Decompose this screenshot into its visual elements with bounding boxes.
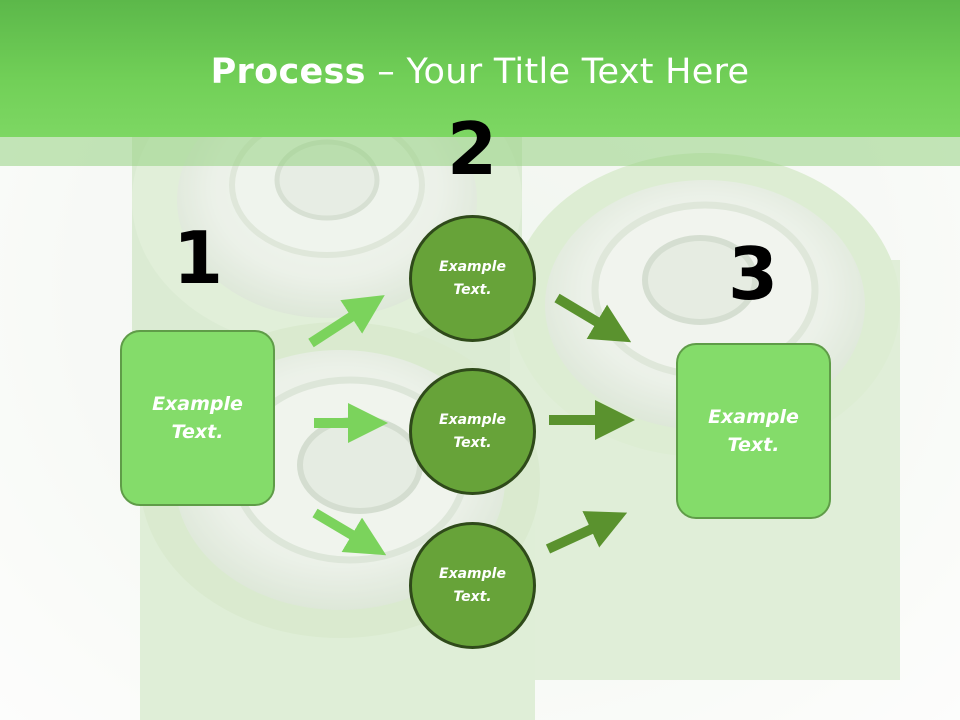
circle-1: Example Text. bbox=[409, 215, 536, 342]
right-box: Example Text. bbox=[676, 343, 831, 519]
title-rest: – Your Title Text Here bbox=[365, 52, 750, 92]
title-bar bbox=[0, 0, 960, 137]
arrow-from-circle-1 bbox=[554, 293, 632, 343]
circle-1-text: Example Text. bbox=[439, 259, 506, 298]
title-bold: Process bbox=[210, 52, 366, 92]
arrow-to-circle-1 bbox=[308, 295, 385, 348]
right-box-text: Example Text. bbox=[708, 405, 799, 457]
title-bar-strip bbox=[0, 137, 960, 166]
left-box: Example Text. bbox=[120, 330, 275, 506]
step-number-3: 3 bbox=[727, 232, 779, 316]
arrow-from-circle-3 bbox=[545, 511, 628, 554]
arrow-to-circle-3 bbox=[312, 508, 387, 556]
slide-title: Process – Your Title Text Here bbox=[0, 52, 960, 92]
circle-3: Example Text. bbox=[409, 522, 536, 649]
circle-2: Example Text. bbox=[409, 368, 536, 495]
step-number-1: 1 bbox=[172, 216, 224, 300]
circle-2-text: Example Text. bbox=[439, 412, 506, 451]
step-number-2: 2 bbox=[446, 107, 498, 191]
circle-3-text: Example Text. bbox=[439, 566, 506, 605]
left-box-text: Example Text. bbox=[152, 392, 243, 444]
